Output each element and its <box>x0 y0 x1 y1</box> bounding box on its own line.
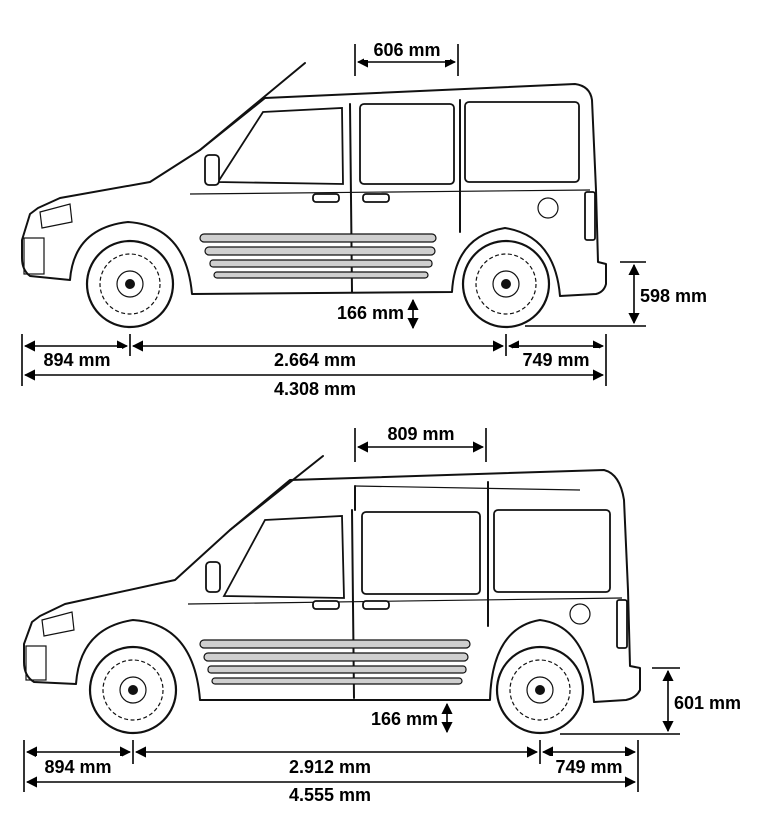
long-van-side-window <box>361 511 481 595</box>
long-van-wheelbase-label: 2.912 mm <box>289 757 371 777</box>
long-van-headlight <box>41 611 75 637</box>
short-van-ground-clearance-label: 166 mm <box>337 303 404 323</box>
long-van-body-outline <box>23 469 641 703</box>
long-van-tail-light <box>616 599 628 649</box>
short-van-body-outline <box>21 83 607 297</box>
long-van-side-strip-1 <box>199 639 471 649</box>
long-van-rear-sill-label: 601 mm <box>674 693 741 713</box>
long-van-roof-opening-label: 809 mm <box>387 424 454 444</box>
long-van-rear-window <box>493 509 611 593</box>
long-van-front-handle <box>312 600 340 610</box>
long-van-antenna <box>229 455 324 531</box>
short-van-overall-length-label: 4.308 mm <box>274 379 356 399</box>
short-van-bumper <box>23 237 45 275</box>
short-van-fuel-cap <box>537 197 559 219</box>
long-van-front-window <box>222 515 345 599</box>
long-van-fuel-cap <box>569 603 591 625</box>
short-van-rear-sill-label: 598 mm <box>640 286 707 306</box>
short-van-roof-opening-label: 606 mm <box>373 40 440 60</box>
short-van-side-strip-2 <box>204 246 436 256</box>
long-van-front-wheel <box>88 645 178 735</box>
long-van-dimension-lines <box>23 428 680 792</box>
long-van-side-strip-4 <box>211 677 463 685</box>
short-van-front-wheel <box>85 239 175 329</box>
long-van-mirror <box>205 561 221 593</box>
long-van-roof-line <box>354 485 581 491</box>
short-van-dimension-lines <box>21 44 646 386</box>
short-van-side-strip-4 <box>213 271 429 279</box>
long-van-side-strip-3 <box>207 665 467 674</box>
short-van-front-overhang-label: 894 mm <box>43 350 110 370</box>
long-van-front-overhang-label: 894 mm <box>44 757 111 777</box>
short-van-side-handle <box>362 193 390 203</box>
short-van-wheelbase-label: 2.664 mm <box>274 350 356 370</box>
short-van-front-window <box>216 107 344 185</box>
long-van-ground-clearance-label: 166 mm <box>371 709 438 729</box>
short-van-side-strip-1 <box>199 233 437 243</box>
long-van-side-handle <box>362 600 390 610</box>
short-van-belt-line <box>189 189 591 195</box>
long-van-rear-wheel <box>495 645 585 735</box>
short-van-mirror <box>204 154 220 186</box>
short-van-rear-window <box>464 101 580 183</box>
short-van-rear-wheel <box>461 239 551 329</box>
long-van-belt-line <box>187 597 623 605</box>
long-van-rear-overhang-label: 749 mm <box>555 757 622 777</box>
short-van-drawing <box>21 62 607 329</box>
short-van-tail-light <box>584 191 596 241</box>
long-van-overall-length-label: 4.555 mm <box>289 785 371 805</box>
short-van-front-handle <box>312 193 340 203</box>
long-van-side-strip-2 <box>203 652 469 662</box>
long-van-drawing <box>23 455 641 735</box>
long-van-bumper <box>25 645 47 681</box>
short-van-antenna <box>199 62 306 151</box>
short-van-headlight <box>39 203 73 229</box>
short-van-side-strip-3 <box>209 259 433 268</box>
short-van-side-window <box>359 103 455 185</box>
short-van-rear-overhang-label: 749 mm <box>522 350 589 370</box>
